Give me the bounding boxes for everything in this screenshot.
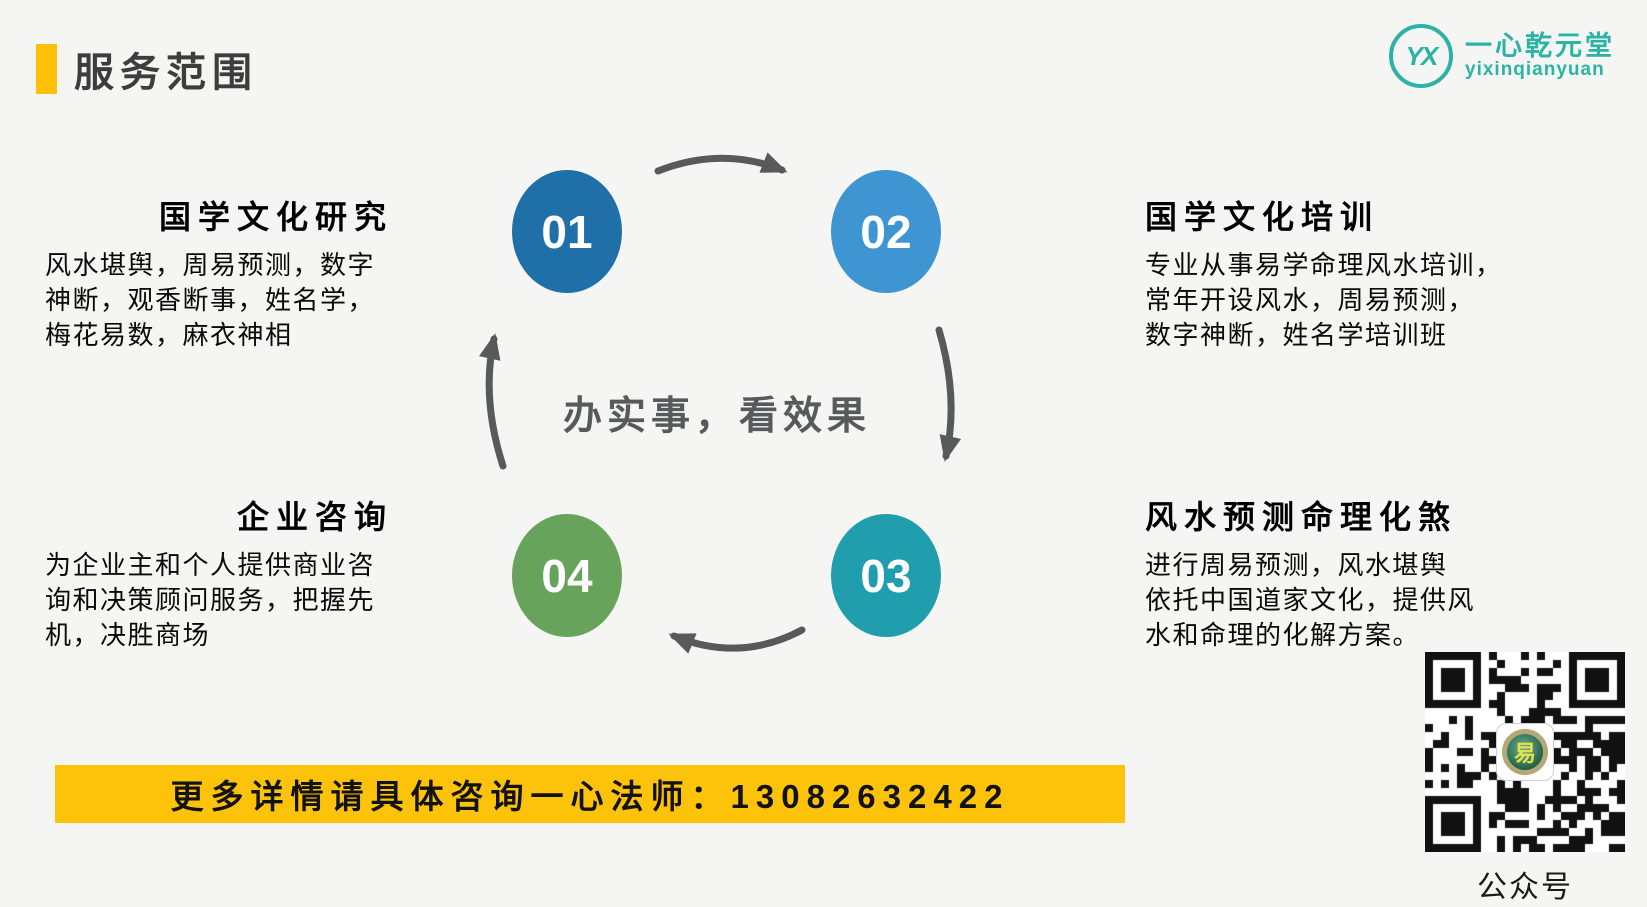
brand-monogram-icon: YX xyxy=(1389,24,1453,88)
step-circle-04: 04 xyxy=(512,514,622,637)
service-title: 企业咨询 xyxy=(236,499,393,535)
step-number: 03 xyxy=(860,549,912,602)
service-body: 进行周易预测，风水堪舆 依托中国道家文化，提供风 水和命理的化解方案。 xyxy=(1145,550,1476,650)
arrow-01-to-02 xyxy=(654,152,788,175)
service-block-enterprise: 企业咨询 为企业主和个人提供商业咨 询和决策顾问服务，把握先 机，决胜商场 xyxy=(45,492,393,653)
service-title: 国学文化培训 xyxy=(1145,199,1380,235)
step-circle-01: 01 xyxy=(512,170,622,293)
contact-banner: 更多详情请具体咨询一心法师：13082632422 xyxy=(55,765,1125,823)
qr-label: 公众号 xyxy=(1477,871,1573,904)
service-body: 专业从事易学命理风水培训， 常年开设风水，周易预测， 数字神断，姓名学培训班 xyxy=(1145,250,1503,350)
arrow-02-to-03 xyxy=(935,326,962,462)
service-body: 风水堪舆，周易预测，数字 神断，观香断事，姓名学， 梅花易数，麻衣神相 xyxy=(45,250,376,350)
step-number: 04 xyxy=(541,549,593,602)
brand-name-en: yixinqianyuan xyxy=(1465,59,1605,81)
brand-logo: YX 一心乾元堂 yixinqianyuan xyxy=(1389,24,1615,88)
service-title: 国学文化研究 xyxy=(158,199,393,235)
service-block-fengshui: 风水预测命理化煞 进行周易预测，风水堪舆 依托中国道家文化，提供风 水和命理的化… xyxy=(1145,492,1555,653)
qr-center-logo: 易 xyxy=(1496,723,1554,781)
qr-logo-glyph: 易 xyxy=(1502,729,1548,775)
brand-name-cn: 一心乾元堂 xyxy=(1465,30,1615,61)
step-circle-03: 03 xyxy=(831,514,941,637)
service-title: 风水预测命理化煞 xyxy=(1145,499,1458,535)
center-slogan: 办实事，看效果 xyxy=(562,395,871,438)
page-title: 服务范围 xyxy=(74,51,258,95)
title-accent-bar xyxy=(36,44,57,94)
qr-block: 易 公众号 xyxy=(1425,652,1625,906)
service-body: 为企业主和个人提供商业咨 询和决策顾问服务，把握先 机，决胜商场 xyxy=(45,550,376,650)
service-block-guoxue-research: 国学文化研究 风水堪舆，周易预测，数字 神断，观香断事，姓名学， 梅花易数，麻衣… xyxy=(45,192,393,353)
step-number: 01 xyxy=(541,205,593,258)
contact-banner-text: 更多详情请具体咨询一心法师：13082632422 xyxy=(170,778,1010,815)
service-block-guoxue-training: 国学文化培训 专业从事易学命理风水培训， 常年开设风水，周易预测， 数字神断，姓… xyxy=(1145,192,1555,353)
arrow-03-to-04 xyxy=(668,626,806,654)
brand-text: 一心乾元堂 yixinqianyuan xyxy=(1465,32,1615,80)
arrow-04-to-01 xyxy=(478,333,507,470)
step-number: 02 xyxy=(860,205,912,258)
step-circle-02: 02 xyxy=(831,170,941,293)
